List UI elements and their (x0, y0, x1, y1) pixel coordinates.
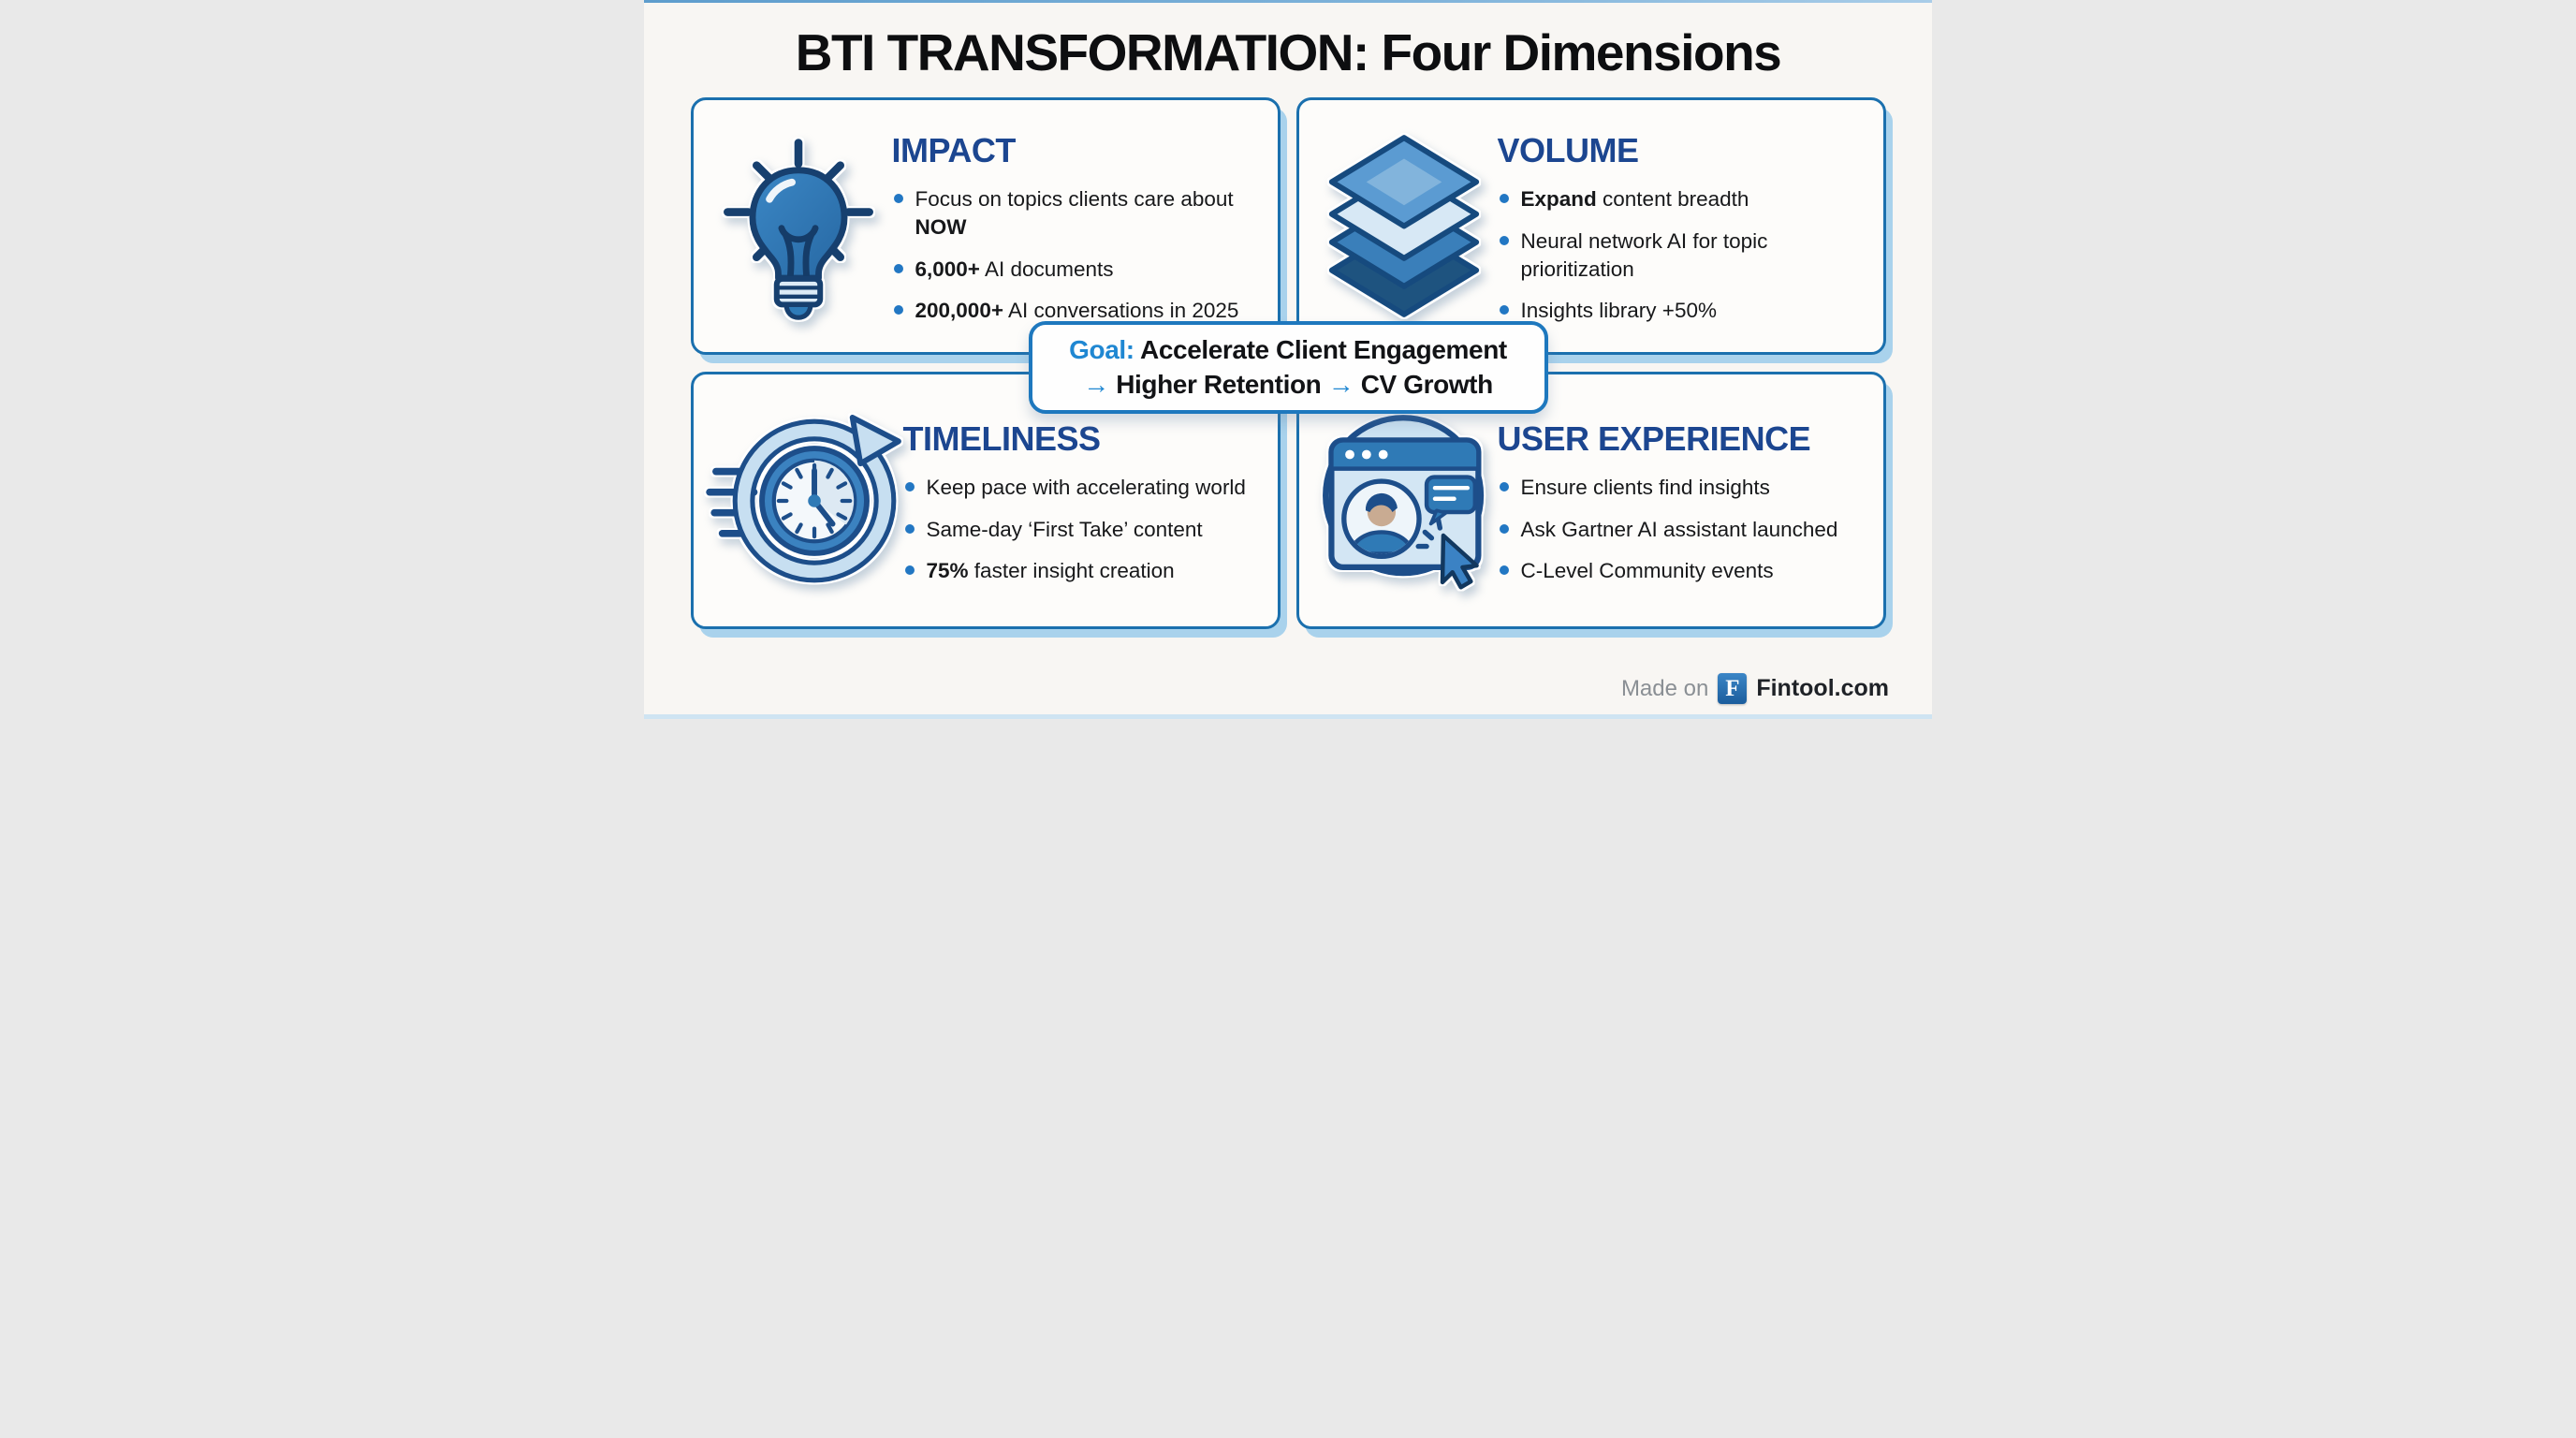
bullet-dot-icon (893, 263, 903, 273)
bullet-text: Insights library +50% (1520, 299, 1717, 323)
browser-user-icon (1310, 410, 1498, 592)
bullet-text: Same-day ‘First Take’ content (926, 517, 1203, 541)
bullet-dot-icon (904, 523, 915, 534)
list-item: Expand content breadth (1498, 185, 1865, 213)
made-on-label: Made on (1620, 675, 1709, 701)
panel-volume-body: VOLUME Expand content breadth Neural net… (1498, 127, 1866, 325)
list-item: Neural network AI for topic prioritizati… (1498, 227, 1865, 283)
panel-user-experience-heading: USER EXPERIENCE (1497, 418, 1811, 458)
top-accent-line (644, 0, 1932, 3)
clock-icon (705, 412, 903, 590)
panel-user-experience-bullets: Ensure clients find insights Ask Gartner… (1498, 474, 1866, 585)
bullet-dot-icon (1499, 565, 1509, 576)
bullet-dot-icon (1499, 523, 1509, 534)
list-item: Keep pace with accelerating world (903, 474, 1261, 502)
list-item: Focus on topics clients care about NOW (892, 185, 1259, 241)
list-item: Same-day ‘First Take’ content (903, 516, 1261, 544)
list-item: Insights library +50% (1498, 297, 1865, 325)
panel-impact-bullets: Focus on topics clients care about NOW 6… (892, 185, 1261, 325)
goal-line-2: → Higher Retention → CV Growth (1083, 369, 1493, 399)
page-title: BTI TRANSFORMATION: Four Dimensions (795, 23, 1782, 81)
bullet-text: C-Level Community events (1520, 559, 1774, 583)
fintool-brand-link[interactable]: Fintool.com (1756, 675, 1889, 701)
bullet-text: Focus on topics clients care about NOW (915, 187, 1234, 239)
panel-volume-heading: VOLUME (1497, 131, 1640, 170)
bullet-dot-icon (904, 481, 915, 492)
lightbulb-icon (705, 129, 892, 324)
bullet-dot-icon (1499, 235, 1509, 245)
goal-banner: Goal: Accelerate Client Engagement → Hig… (1028, 321, 1548, 414)
bullet-dot-icon (1499, 305, 1509, 315)
bullet-text: 75% faster insight creation (926, 559, 1175, 583)
list-item: C-Level Community events (1498, 557, 1865, 585)
fintool-logo-icon: F (1718, 673, 1748, 704)
panel-user-experience: USER EXPERIENCE Ensure clients find insi… (1295, 372, 1886, 629)
layers-icon (1310, 130, 1498, 322)
infographic-canvas: BTI TRANSFORMATION: Four Dimensions (644, 0, 1932, 719)
panel-timeliness-heading: TIMELINESS (902, 418, 1102, 458)
goal-line-1: Goal: Accelerate Client Engagement (1069, 334, 1507, 364)
panel-timeliness-body: TIMELINESS Keep pace with accelerating w… (903, 416, 1261, 585)
footer-attribution: Made on F Fintool.com (1621, 673, 1889, 704)
panel-impact: IMPACT Focus on topics clients care abou… (690, 97, 1281, 355)
bullet-dot-icon (1499, 481, 1509, 492)
panel-impact-heading: IMPACT (891, 131, 1017, 170)
bullet-text: Expand content breadth (1520, 187, 1749, 212)
bullet-text: 6,000+ AI documents (915, 257, 1114, 281)
bullet-dot-icon (893, 305, 903, 315)
list-item: Ensure clients find insights (1498, 474, 1865, 502)
bottom-accent-line (644, 714, 1932, 719)
panel-timeliness: TIMELINESS Keep pace with accelerating w… (690, 372, 1281, 629)
bullet-text: Ask Gartner AI assistant launched (1520, 517, 1838, 541)
bullet-text: Neural network AI for topic prioritizati… (1520, 228, 1768, 281)
list-item: Ask Gartner AI assistant launched (1498, 516, 1865, 544)
panel-grid: IMPACT Focus on topics clients care abou… (690, 97, 1886, 629)
bullet-dot-icon (1499, 194, 1509, 204)
quadrant-board: IMPACT Focus on topics clients care abou… (690, 97, 1886, 629)
panel-timeliness-bullets: Keep pace with accelerating world Same-d… (903, 474, 1261, 585)
bullet-text: Ensure clients find insights (1520, 475, 1770, 499)
bullet-text: Keep pace with accelerating world (926, 475, 1246, 499)
panel-volume: VOLUME Expand content breadth Neural net… (1295, 97, 1886, 355)
panel-impact-body: IMPACT Focus on topics clients care abou… (892, 127, 1261, 325)
bullet-dot-icon (904, 565, 915, 576)
bullet-text: 200,000+ AI conversations in 2025 (915, 299, 1239, 323)
list-item: 75% faster insight creation (903, 557, 1261, 585)
bullet-dot-icon (893, 194, 903, 204)
panel-volume-bullets: Expand content breadth Neural network AI… (1498, 185, 1866, 325)
panel-user-experience-body: USER EXPERIENCE Ensure clients find insi… (1498, 416, 1866, 585)
list-item: 200,000+ AI conversations in 2025 (892, 297, 1259, 325)
list-item: 6,000+ AI documents (892, 256, 1259, 284)
